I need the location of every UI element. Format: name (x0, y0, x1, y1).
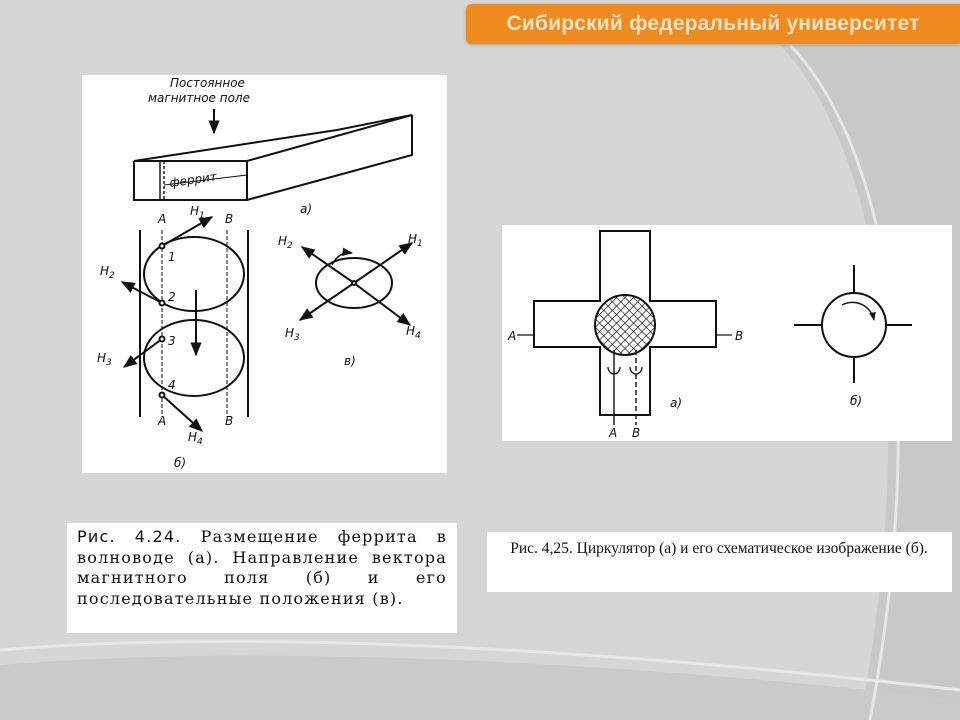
caption-4-24-body: Размещение феррита в волноводе (а). Напр… (77, 527, 448, 608)
label-c-h3: H3 (285, 326, 300, 343)
label-b-bottom: B (225, 414, 233, 428)
university-header: Сибирский федеральный университет (466, 4, 960, 44)
label-part-a: а) (300, 202, 312, 216)
figure-4-25-drawing: A B A B а) б) (507, 230, 912, 440)
figure-4-24-drawing: Постоянное магнитное поле феррит а) A B … (97, 76, 423, 470)
label-magnetic-field: магнитное поле (148, 91, 250, 105)
circulator-cross (517, 230, 732, 425)
label-h2: H2 (100, 264, 115, 281)
label-part-b: б) (850, 394, 862, 408)
caption-4-25: Рис. 4,25. Циркулятор (а) и его схематич… (487, 532, 952, 592)
label-ferrite: феррит (168, 169, 218, 190)
label-a-bottom: A (157, 414, 166, 428)
point-3: 3 (168, 334, 176, 348)
caption-4-24-head: Рис. 4.24. (77, 527, 182, 546)
label-h1: H1 (190, 204, 205, 221)
figure-4-25: A B A B а) б) (502, 225, 952, 441)
caption-4-25-head: Рис. 4,25. (510, 540, 573, 557)
caption-4-25-body: Циркулятор (а) и его схематическое изобр… (576, 540, 928, 557)
label-bottom-a: A (608, 426, 617, 440)
figure-4-24: Постоянное магнитное поле феррит а) A B … (82, 75, 447, 473)
waveguide-diagram (133, 109, 413, 201)
point-2: 2 (168, 290, 176, 304)
label-port-b: B (735, 329, 743, 343)
caption-4-24-text: Рис. 4.24. Размещение феррита в волновод… (77, 527, 447, 609)
label-c-h1: H1 (408, 232, 423, 249)
label-b-top: B (225, 212, 233, 226)
label-bottom-b: B (632, 426, 640, 440)
caption-4-25-text: Рис. 4,25. Циркулятор (а) и его схематич… (489, 538, 949, 559)
label-part-a: а) (670, 396, 682, 410)
label-port-a: A (507, 329, 516, 343)
point-4: 4 (168, 378, 176, 392)
label-c-h2: H2 (278, 234, 293, 251)
header-title: Сибирский федеральный университет (506, 12, 920, 35)
label-a-top: A (157, 212, 166, 226)
point-1: 1 (168, 250, 176, 264)
label-h4: H4 (188, 430, 203, 447)
field-vector-diagram (120, 216, 249, 432)
label-constant-field: Постоянное (170, 76, 245, 90)
vector-positions-diagram (298, 242, 414, 326)
circulator-symbol (794, 265, 912, 383)
label-c-h4: H4 (406, 324, 421, 341)
label-part-c: в) (344, 354, 356, 368)
label-part-b: б) (174, 456, 186, 470)
label-h3: H3 (97, 351, 112, 368)
caption-4-24: Рис. 4.24. Размещение феррита в волновод… (67, 523, 457, 633)
